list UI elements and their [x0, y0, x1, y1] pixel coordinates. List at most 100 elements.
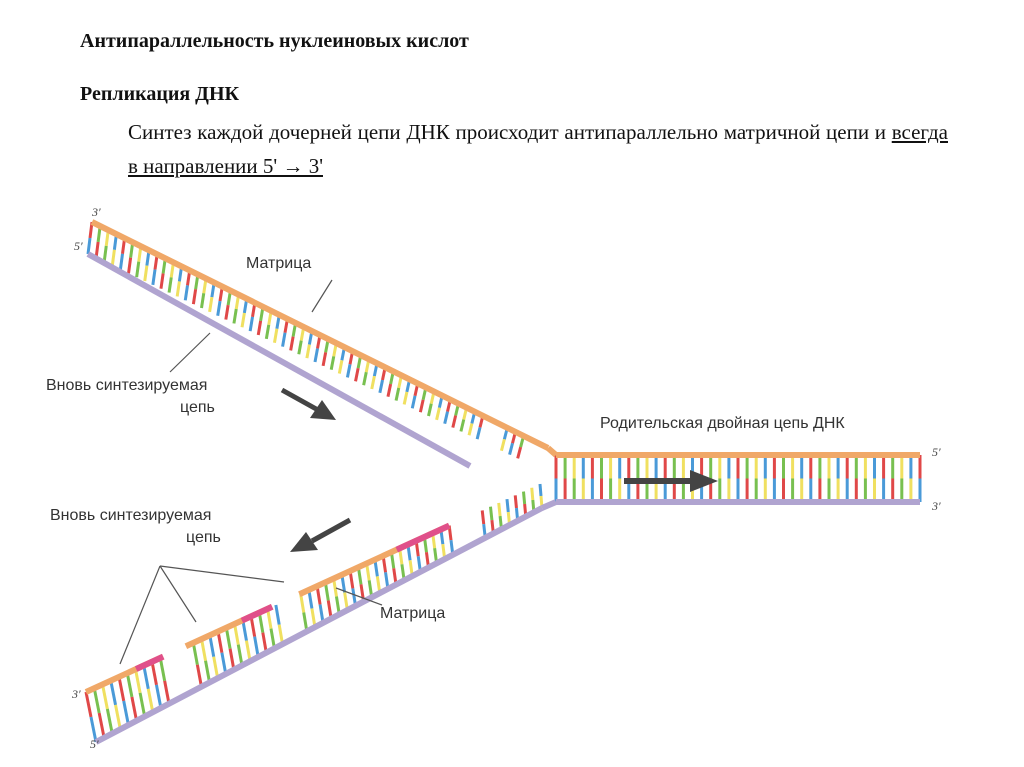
base-half	[402, 391, 409, 405]
base-half	[154, 684, 163, 709]
base-half	[118, 253, 124, 270]
base-half	[135, 261, 141, 278]
label-template-top: Матрица	[246, 255, 311, 272]
base-half	[240, 312, 246, 328]
end-upper-inner: 5′	[74, 239, 83, 253]
base-half	[451, 415, 458, 428]
slide-title: Антипараллельность нуклеиновых кислот	[80, 30, 469, 52]
base-half	[505, 498, 510, 513]
base-half	[249, 616, 257, 637]
strand-backbones	[84, 219, 920, 745]
base-half	[313, 348, 319, 363]
base-half	[97, 712, 106, 739]
leader-template-bottom	[335, 587, 383, 606]
fork-join-top	[546, 445, 558, 458]
base-half	[191, 289, 198, 305]
base-half	[289, 336, 295, 351]
base-half	[200, 638, 208, 662]
base-half	[497, 502, 502, 517]
base-half	[208, 635, 216, 657]
base-half	[195, 664, 203, 687]
base-half	[204, 660, 212, 683]
base-half	[459, 419, 466, 432]
base-half	[208, 296, 214, 313]
base-half	[228, 648, 236, 670]
end-lower-outer: 5′	[90, 737, 99, 751]
base-half	[224, 304, 230, 320]
base-half	[125, 672, 134, 698]
base-half	[281, 332, 287, 347]
base-half	[143, 265, 149, 282]
direction-arrow-upper	[280, 387, 336, 420]
end-parent-top: 5′	[932, 445, 941, 459]
base-half	[92, 687, 101, 714]
base-half	[89, 716, 98, 743]
base-half	[443, 411, 449, 425]
base-half	[146, 688, 155, 713]
fork-join-bottom	[540, 499, 558, 511]
base-half	[244, 640, 252, 662]
direction-underlined: всегда в направлении 5' → 3'	[128, 120, 948, 178]
base-half	[138, 692, 147, 717]
base-half	[305, 344, 311, 359]
upper-new-backbone	[86, 251, 472, 469]
base-half	[236, 644, 244, 666]
base-half	[105, 708, 114, 734]
base-half	[297, 340, 303, 355]
base-half	[488, 506, 494, 521]
base-half	[167, 277, 173, 293]
base-half	[256, 320, 263, 336]
leader-okazaki-fragments	[119, 565, 285, 665]
base-half	[102, 245, 108, 262]
base-half	[386, 383, 393, 398]
upper-template-backbone	[90, 219, 550, 451]
base-half	[158, 657, 167, 682]
base-half	[516, 446, 523, 459]
base-half	[200, 293, 206, 309]
base-half	[269, 628, 276, 649]
base-half	[232, 308, 238, 324]
leader-new-strand-top	[169, 332, 211, 373]
base-half	[266, 608, 273, 629]
label-new-strand-top-1: Вновь синтезируемая	[46, 377, 207, 394]
label-parent-dna: Родительская двойная цепь ДНК	[600, 415, 845, 432]
paragraph-text: Синтез каждой дочерней цепи ДНК происход…	[128, 120, 892, 144]
base-half	[513, 495, 518, 509]
base-pairs	[84, 221, 922, 743]
base-half	[277, 624, 284, 645]
base-half	[500, 438, 506, 452]
end-parent-bottom: 3′	[931, 499, 941, 513]
base-half	[272, 328, 279, 343]
base-half	[130, 696, 139, 722]
okazaki-primer-2	[240, 603, 274, 624]
base-half	[224, 627, 232, 649]
base-half	[480, 510, 486, 525]
base-half	[150, 661, 158, 686]
base-half	[530, 487, 535, 501]
base-half	[183, 285, 189, 301]
base-half	[220, 652, 228, 675]
base-half	[253, 636, 260, 658]
base-half	[84, 691, 93, 718]
base-half	[114, 704, 122, 730]
label-new-strand-bottom-2: цепь	[186, 529, 221, 546]
base-half	[427, 403, 433, 417]
base-half	[163, 680, 171, 704]
base-half	[94, 241, 100, 259]
base-half	[467, 423, 474, 436]
okazaki-primer-3	[395, 522, 451, 553]
base-half	[321, 352, 328, 367]
base-half	[475, 427, 482, 440]
base-half	[257, 612, 265, 633]
base-half	[418, 399, 425, 413]
base-half	[191, 642, 199, 666]
slide-subtitle: Репликация ДНК	[80, 83, 240, 105]
base-half	[216, 300, 222, 316]
base-half	[117, 676, 126, 702]
leader-template-top	[311, 279, 333, 313]
label-template-bottom: Матрица	[380, 605, 445, 622]
base-half	[233, 623, 240, 645]
base-half	[264, 324, 271, 340]
label-new-strand-top-2: цепь	[180, 399, 215, 416]
